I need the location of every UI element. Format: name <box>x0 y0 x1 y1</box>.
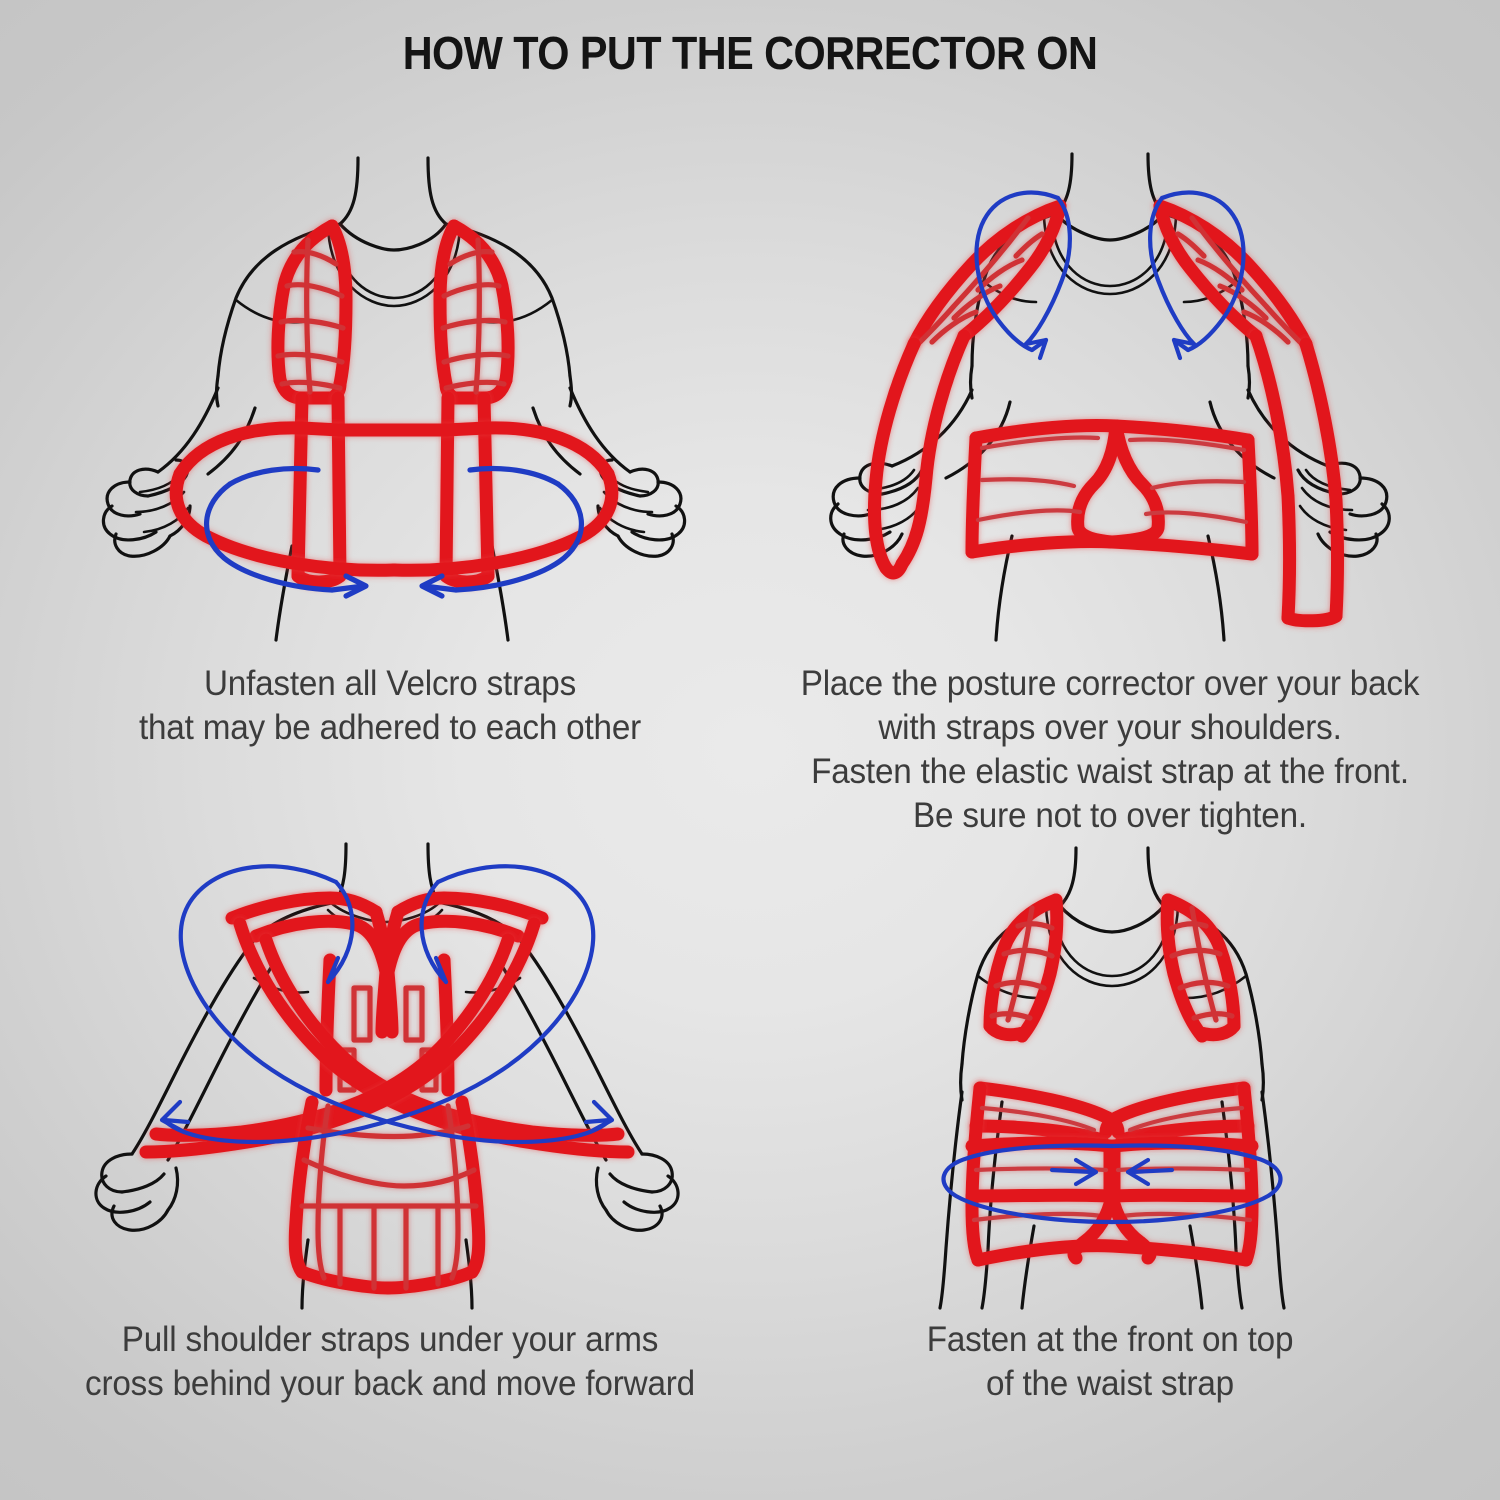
caption-line: of the waist strap <box>986 1364 1234 1403</box>
step-2-illustration <box>750 140 1470 650</box>
wrap-direction-arrow-right <box>419 465 585 599</box>
shoulder-strap-pad-left <box>271 219 353 405</box>
crossing-strap-left <box>233 917 635 1159</box>
step-3-panel: Pull shoulder straps under your arms cro… <box>40 840 740 1460</box>
underarm-loop-arrow-left <box>178 864 615 1145</box>
page-title: HOW TO PUT THE CORRECTOR ON <box>402 27 1098 79</box>
step-4-panel: Fasten at the front on top of the waist … <box>750 840 1470 1460</box>
waist-strap-held-in-hands <box>169 421 619 577</box>
body-outline-step2 <box>890 152 1330 642</box>
crossing-strap-right <box>139 917 541 1159</box>
shoulder-strap-pad-right <box>433 219 515 405</box>
shoulder-strap-over-shoulder-left <box>907 199 1067 351</box>
caption-line: Unfasten all Velcro straps <box>203 664 577 703</box>
shoulder-loop-arrow-left <box>974 190 1072 361</box>
body-outline-step1 <box>156 156 632 642</box>
wrap-direction-arrow-left <box>203 465 369 599</box>
body-outline-step4 <box>938 846 1286 1310</box>
caption-line: that may be adhered to each other <box>138 708 642 747</box>
caption-line: with straps over your shoulders. <box>878 708 1342 747</box>
loose-strap-tail-left <box>868 329 971 580</box>
caption-line: Fasten at the front on top <box>926 1320 1294 1359</box>
shoulder-strap-pad-left <box>983 893 1064 1043</box>
loose-strap-tail-right <box>1249 329 1344 628</box>
step-3-caption: Pull shoulder straps under your arms cro… <box>58 1318 723 1406</box>
caption-line: Be sure not to over tighten. <box>913 796 1307 835</box>
caption-line: cross behind your back and move forward <box>85 1364 695 1403</box>
caption-line: Place the posture corrector over your ba… <box>800 664 1420 703</box>
tighten-direction-arrow-right <box>1109 1143 1283 1225</box>
lumbar-support-band <box>288 1095 486 1295</box>
shoulder-strap-over-shoulder-right <box>1153 199 1313 351</box>
caption-line: Pull shoulder straps under your arms <box>121 1320 659 1359</box>
step-3-illustration <box>40 840 740 1310</box>
step-4-caption: Fasten at the front on top of the waist … <box>768 1318 1452 1406</box>
step-1-caption: Unfasten all Velcro straps that may be a… <box>58 662 723 750</box>
crossed-front-straps <box>969 1081 1255 1147</box>
step-1-illustration <box>40 140 740 650</box>
tighten-direction-arrow-left <box>941 1143 1115 1225</box>
shoulder-loop-arrow-right <box>1148 190 1246 361</box>
shoulder-strap-pad-right <box>1160 893 1241 1043</box>
fastened-waist-band <box>965 419 1259 561</box>
caption-line: Fasten the elastic waist strap at the fr… <box>811 752 1409 791</box>
step-2-caption: Place the posture corrector over your ba… <box>768 662 1452 838</box>
step-1-panel: Unfasten all Velcro straps that may be a… <box>40 140 740 840</box>
step-4-illustration <box>750 840 1470 1310</box>
step-2-panel: Place the posture corrector over your ba… <box>750 140 1470 840</box>
underarm-loop-arrow-right <box>159 864 596 1145</box>
